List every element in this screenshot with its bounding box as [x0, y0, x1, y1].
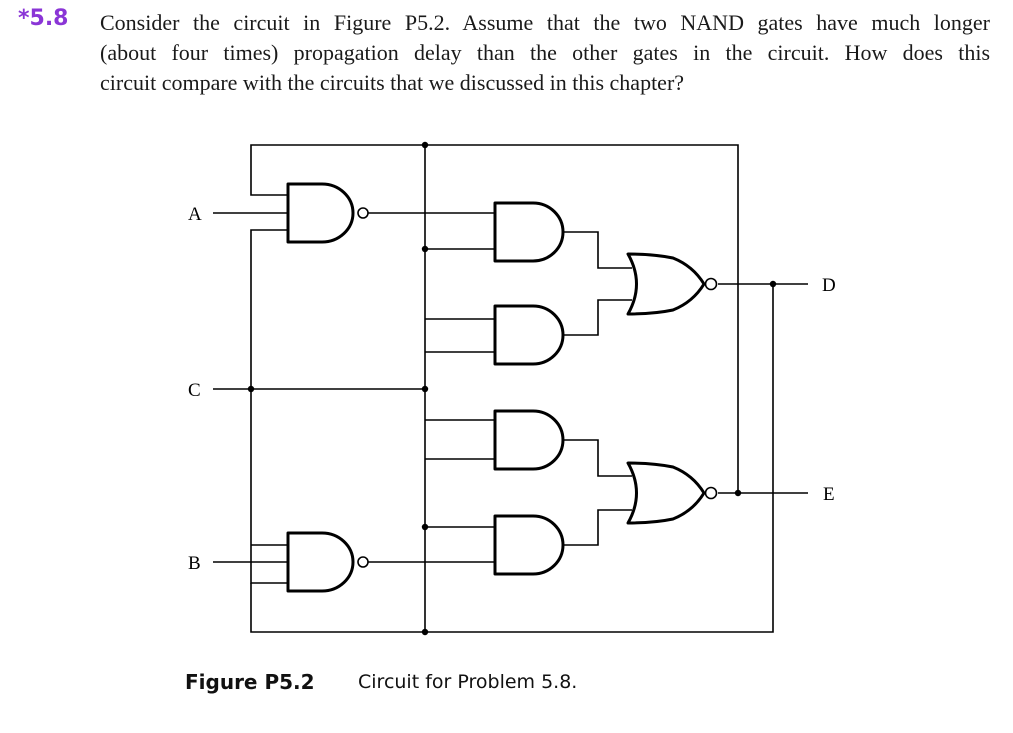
junction-dot: [734, 489, 742, 497]
wire: [563, 439, 632, 477]
problem-line: (about four times) propagation delay tha…: [100, 40, 990, 65]
problem-statement: Consider the circuit in Figure P5.2. Ass…: [100, 8, 990, 98]
nor-gate: [626, 461, 706, 525]
wire: [250, 284, 774, 633]
input-label-b: B: [188, 553, 201, 574]
and-gate: [493, 409, 565, 471]
wire: [250, 229, 288, 584]
signal-labels: A C B D E: [188, 204, 836, 574]
junction-dot: [421, 523, 429, 531]
figure-label: Figure P5.2: [185, 670, 315, 694]
inversion-bubble: [357, 556, 369, 568]
inversion-bubbles: [357, 207, 718, 568]
inversion-bubble: [704, 277, 718, 291]
and-gate: [493, 201, 565, 263]
problem-number: *5.8: [18, 6, 69, 31]
and-gate: [493, 304, 565, 366]
and-gate: [493, 514, 565, 576]
output-label-d: D: [822, 275, 836, 296]
wires: [213, 144, 808, 633]
input-label-a: A: [188, 204, 202, 225]
junction-dot: [769, 280, 777, 288]
junction-dot: [421, 141, 429, 149]
wire: [563, 231, 632, 269]
gates: [286, 182, 706, 593]
inversion-bubble: [704, 486, 718, 500]
wire: [563, 509, 632, 546]
junction-dot: [421, 245, 429, 253]
junction-dot: [421, 385, 429, 393]
junction-dot: [421, 628, 429, 636]
nand-gate: [286, 182, 355, 244]
input-label-c: C: [188, 380, 201, 401]
wire: [250, 144, 739, 493]
wire: [563, 299, 632, 336]
inversion-bubble: [357, 207, 369, 219]
problem-line: circuit compare with the circuits that w…: [100, 70, 685, 95]
output-label-e: E: [823, 484, 835, 505]
nand-gate: [286, 531, 355, 593]
junction-dots: [247, 141, 777, 636]
nor-gate: [626, 252, 706, 316]
junction-dot: [247, 385, 255, 393]
figure-caption: Circuit for Problem 5.8.: [358, 671, 578, 693]
problem-line: Consider the circuit in Figure P5.2. Ass…: [100, 10, 990, 35]
